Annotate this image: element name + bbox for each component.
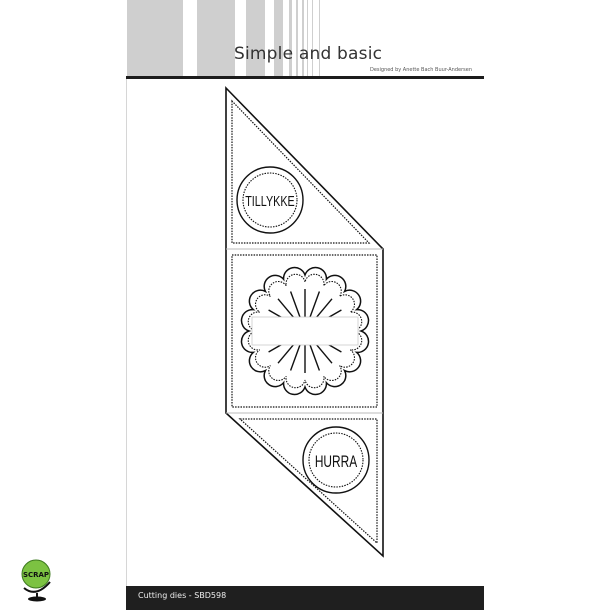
ray bbox=[309, 291, 321, 319]
header-stripes bbox=[126, 0, 484, 76]
product-code: Cutting dies - SBD598 bbox=[138, 591, 227, 600]
scallop-ring bbox=[240, 266, 370, 396]
footer-bar: Cutting dies - SBD598 bbox=[126, 586, 484, 610]
tillykke-text: TILLYKKE bbox=[245, 192, 295, 209]
hurra-circle bbox=[302, 426, 370, 494]
ray bbox=[289, 343, 301, 371]
label-band bbox=[251, 316, 359, 346]
tillykke-circle bbox=[236, 166, 304, 234]
hurra-text: HURRA bbox=[315, 453, 357, 472]
top-panel-perforation bbox=[231, 99, 371, 244]
ray bbox=[309, 343, 321, 371]
product-line-title: Simple and basic bbox=[234, 44, 383, 64]
card-edge bbox=[126, 79, 127, 586]
scrap-logo: SCRAP bbox=[21, 559, 51, 602]
logo-text: SCRAP bbox=[23, 571, 49, 579]
designer-credit: Designed by Anette Bach Buur-Andersen bbox=[369, 67, 472, 73]
header-divider bbox=[126, 76, 484, 79]
bottom-panel-perforation bbox=[238, 418, 378, 545]
die-outline bbox=[225, 86, 384, 558]
ray bbox=[289, 291, 301, 319]
